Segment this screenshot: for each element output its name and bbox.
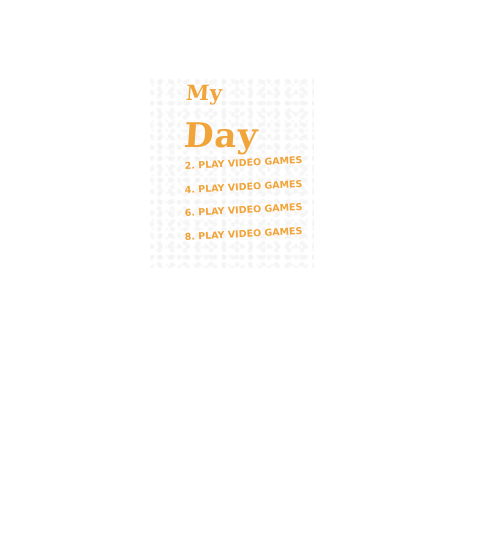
faded-background-texture	[150, 78, 314, 268]
shirt-design: My Day 2. PLAY VIDEO GAMES 4. PLAY VIDEO…	[150, 78, 314, 268]
title-day: Day	[182, 116, 260, 156]
activity-list: 2. PLAY VIDEO GAMES 4. PLAY VIDEO GAMES …	[184, 155, 303, 254]
